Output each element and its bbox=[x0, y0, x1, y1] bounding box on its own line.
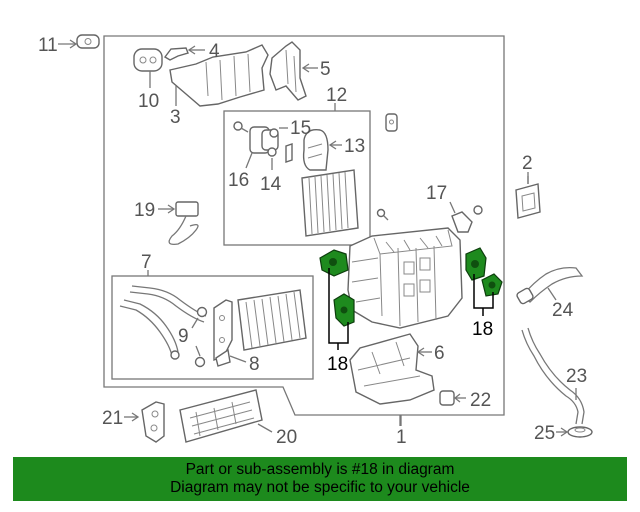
callout-7: 7 bbox=[141, 252, 152, 273]
callout-13: 13 bbox=[344, 136, 365, 157]
callout-2: 2 bbox=[522, 153, 533, 174]
part-25[interactable] bbox=[556, 426, 593, 438]
callout-25: 25 bbox=[534, 423, 555, 444]
part-6[interactable] bbox=[349, 333, 435, 405]
part-5[interactable] bbox=[269, 41, 318, 101]
part-19[interactable] bbox=[158, 201, 199, 245]
part-20[interactable] bbox=[179, 389, 273, 443]
part-22[interactable] bbox=[439, 390, 466, 406]
part-17[interactable] bbox=[449, 201, 483, 233]
part-24[interactable] bbox=[516, 266, 584, 305]
banner-line-1: Part or sub-assembly is #18 in diagram bbox=[185, 461, 455, 478]
evaporator-core[interactable] bbox=[301, 169, 359, 237]
part-18-right-lower[interactable] bbox=[481, 273, 503, 297]
bolt[interactable] bbox=[233, 121, 249, 133]
callout-22: 22 bbox=[470, 390, 491, 411]
part-2[interactable] bbox=[515, 172, 541, 219]
part-23[interactable] bbox=[521, 327, 585, 425]
callout-3: 3 bbox=[170, 107, 181, 128]
heater-core[interactable] bbox=[237, 289, 307, 351]
callout-6: 6 bbox=[434, 343, 445, 364]
subassembly-box-7 bbox=[111, 275, 314, 380]
callout-23: 23 bbox=[566, 366, 587, 387]
callout-18-right: 18 bbox=[472, 319, 493, 340]
callout-15: 15 bbox=[290, 118, 311, 139]
subassembly-box-12 bbox=[223, 110, 371, 246]
part-4[interactable] bbox=[163, 45, 205, 61]
callout-8: 8 bbox=[249, 354, 260, 375]
assembly-outline bbox=[103, 35, 505, 416]
part-11[interactable] bbox=[58, 34, 100, 49]
part-18-left-upper[interactable] bbox=[319, 249, 349, 277]
part-13[interactable] bbox=[302, 129, 342, 171]
callout-5: 5 bbox=[320, 59, 331, 80]
part-14[interactable] bbox=[267, 147, 277, 170]
part-18-left-lower[interactable] bbox=[333, 293, 355, 327]
part-15[interactable] bbox=[269, 127, 288, 138]
callout-12: 12 bbox=[326, 85, 347, 106]
callout-24: 24 bbox=[552, 300, 574, 321]
callout-10: 10 bbox=[138, 91, 159, 112]
callout-20: 20 bbox=[276, 427, 297, 448]
callout-14: 14 bbox=[260, 174, 282, 195]
callout-18-left: 18 bbox=[327, 354, 348, 375]
callout-19: 19 bbox=[134, 200, 155, 221]
callout-18-left-bracket bbox=[328, 268, 349, 350]
callout-1: 1 bbox=[396, 427, 407, 448]
part-7-pipes[interactable] bbox=[119, 285, 207, 360]
part-8[interactable] bbox=[213, 299, 247, 367]
part-10[interactable] bbox=[133, 48, 163, 88]
callout-21: 21 bbox=[102, 408, 123, 429]
part-3[interactable] bbox=[169, 44, 269, 107]
callout-9: 9 bbox=[178, 326, 189, 347]
part-18-right-upper[interactable] bbox=[465, 247, 487, 281]
screw[interactable] bbox=[376, 208, 389, 221]
callout-16: 16 bbox=[228, 170, 249, 191]
info-banner: Part or sub-assembly is #18 in diagram D… bbox=[13, 457, 627, 501]
callout-17: 17 bbox=[426, 183, 447, 204]
hvac-case[interactable] bbox=[347, 227, 463, 329]
callout-11: 11 bbox=[38, 35, 58, 56]
part-9[interactable] bbox=[191, 306, 208, 368]
part-21[interactable] bbox=[124, 401, 165, 443]
banner-line-2: Diagram may not be specific to your vehi… bbox=[170, 479, 470, 496]
callout-18-right-bracket bbox=[473, 274, 494, 316]
callout-4: 4 bbox=[209, 41, 220, 62]
